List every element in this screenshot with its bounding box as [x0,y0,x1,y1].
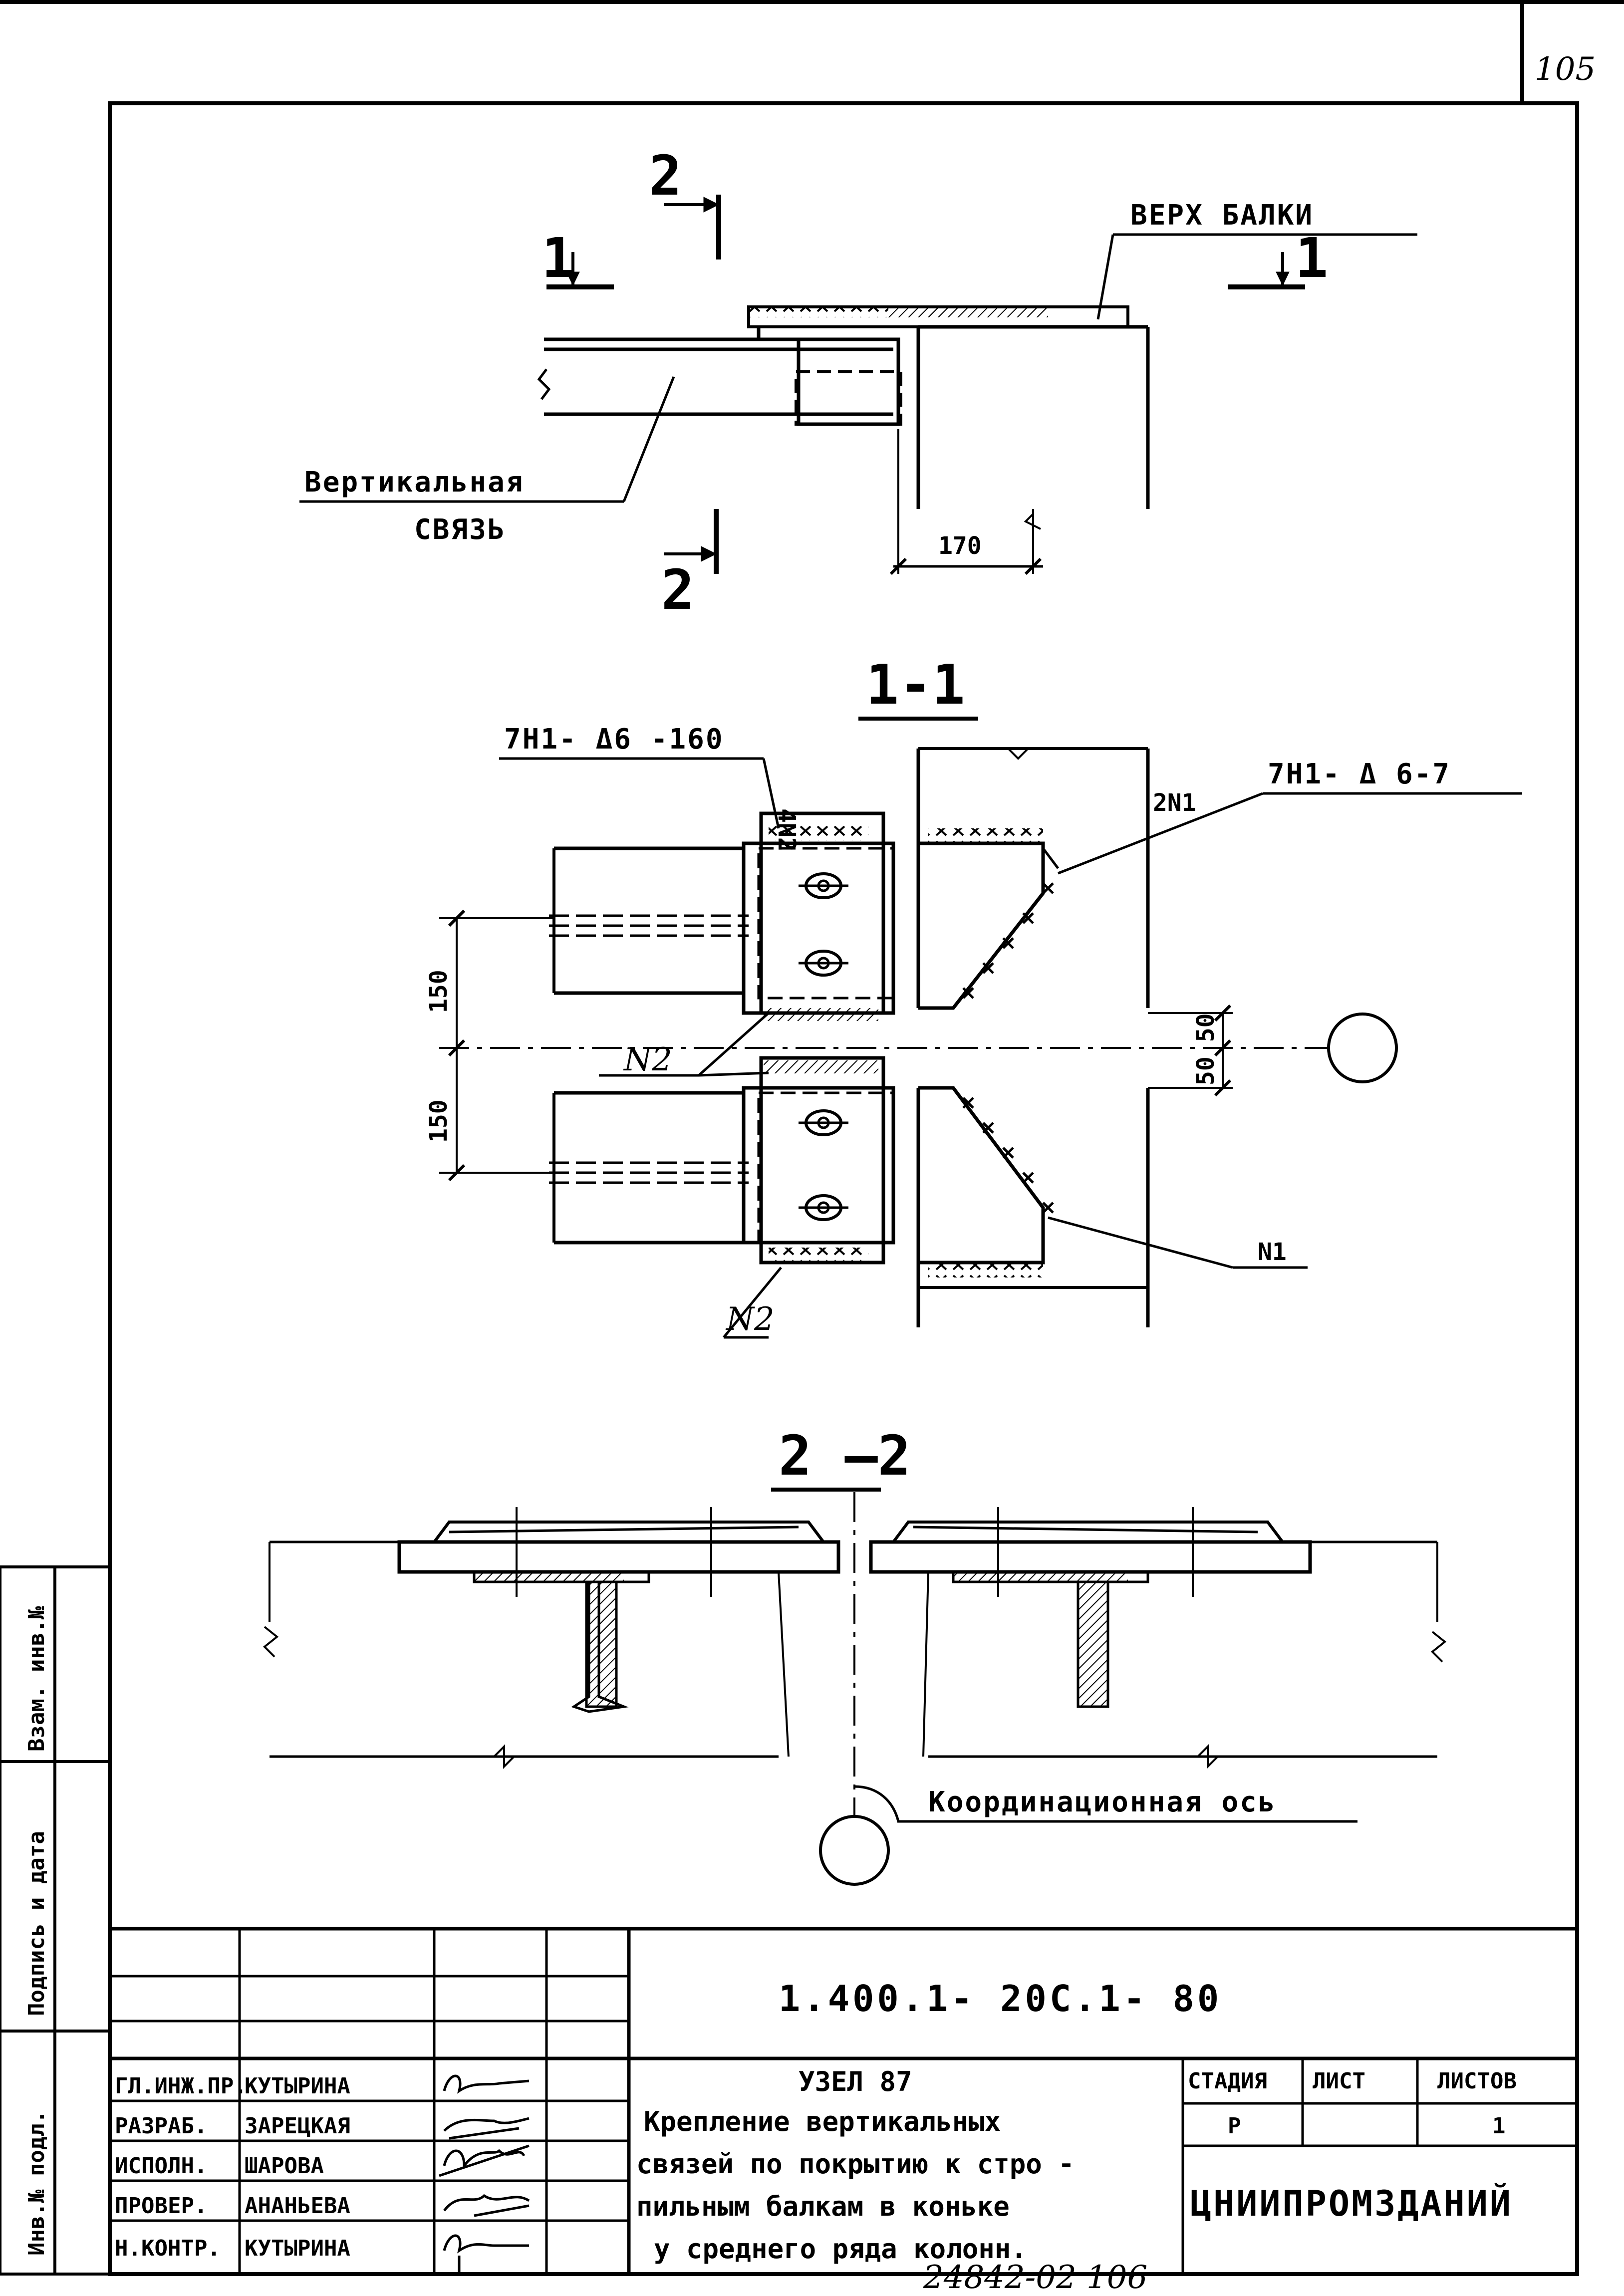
role-2: ИСПОЛН. [115,2153,207,2179]
dim-150-top: 150 [425,970,453,1013]
role-0: ГЛ.ИНЖ.ПР. [115,2073,247,2099]
name-2: ШАРОВА [245,2153,324,2179]
name-0: КУТЫРИНА [245,2073,350,2099]
plan-view [299,195,1417,575]
title-line-4: у среднего ряда колонн. [654,2233,1027,2265]
signatures [439,2074,530,2276]
role-1: РАЗРАБ. [115,2113,207,2139]
signature-2 [439,2144,530,2177]
title-line-1: Крепление вертикальных [644,2106,1001,2137]
weld-left-spec: 7Н1- Δ6 -160 [504,723,724,756]
name-1: ЗАРЕЦКАЯ [245,2113,350,2139]
sheets-value: 1 [1492,2113,1506,2139]
section-1-1-view [439,747,1522,1339]
title-line-0: УЗЕЛ 87 [799,2066,912,2097]
section-2-2-title: 2 —2 [779,1424,911,1488]
bottom-number: 24842-02 106 [923,2259,1147,2294]
signature-1 [443,2117,530,2140]
weld-left-mark: 4N2 [773,808,801,852]
section-2-label-top: 2 [649,144,682,208]
dim-170: 170 [938,532,982,560]
drawing-code: 1.400.1- 20С.1- 80 [779,1978,1222,2020]
organization-name: ЦНИИПРОМЗДАНИЙ [1190,2183,1513,2224]
page-number: 105 [1535,51,1596,88]
section-2-2-view [263,1492,1447,1886]
label-n2-bottom: N2 [725,1301,775,1338]
beam-top-label: ВЕРХ БАЛКИ [1130,199,1314,232]
label-n2-mid: N2 [623,1041,672,1078]
section-1-label-right: 1 [1295,226,1328,290]
coordination-axis-label: Координационная ось [928,1786,1277,1818]
weld-right-mark: 2N1 [1153,789,1196,817]
role-3: ПРОВЕР. [115,2193,207,2219]
signature-0 [443,2074,530,2094]
name-4: КУТЫРИНА [245,2236,350,2261]
margin-field-vzam: Взам. инв.№ [24,1606,49,1752]
sheet-header: ЛИСТ [1313,2068,1365,2094]
name-3: АНАНЬЕВА [245,2193,350,2219]
signature-3 [443,2194,530,2217]
brace-label-line2: СВЯЗЬ [414,513,506,546]
label-n1: N1 [1258,1238,1287,1266]
dim-150-bottom: 150 [425,1099,453,1143]
weld-right-spec: 7Н1- Δ 6-7 [1268,758,1451,790]
stage-header: СТАДИЯ [1188,2068,1267,2094]
left-margin-stamp [0,1565,111,2276]
section-1-label-left: 1 [541,226,574,290]
sheets-header: ЛИСТОВ [1437,2068,1517,2094]
section-1-1-title: 1-1 [866,653,965,717]
margin-field-podpis: Подпись и дата [24,1831,49,2016]
section-2-label-bottom: 2 [661,558,694,622]
title-line-3: пильным балкам в коньке [636,2191,1010,2222]
stage-value: Р [1228,2113,1241,2139]
dim-50-50: 50 50 [1192,1014,1220,1086]
brace-label-line1: Вертикальная [304,466,525,499]
signature-4 [443,2234,529,2276]
title-line-2: связей по покрытию к стро - [636,2148,1075,2180]
role-4: Н.КОНТР. [115,2236,221,2261]
title-block [108,1927,1579,2276]
margin-field-inv-podl: Инв.№ подл. [24,2110,49,2256]
